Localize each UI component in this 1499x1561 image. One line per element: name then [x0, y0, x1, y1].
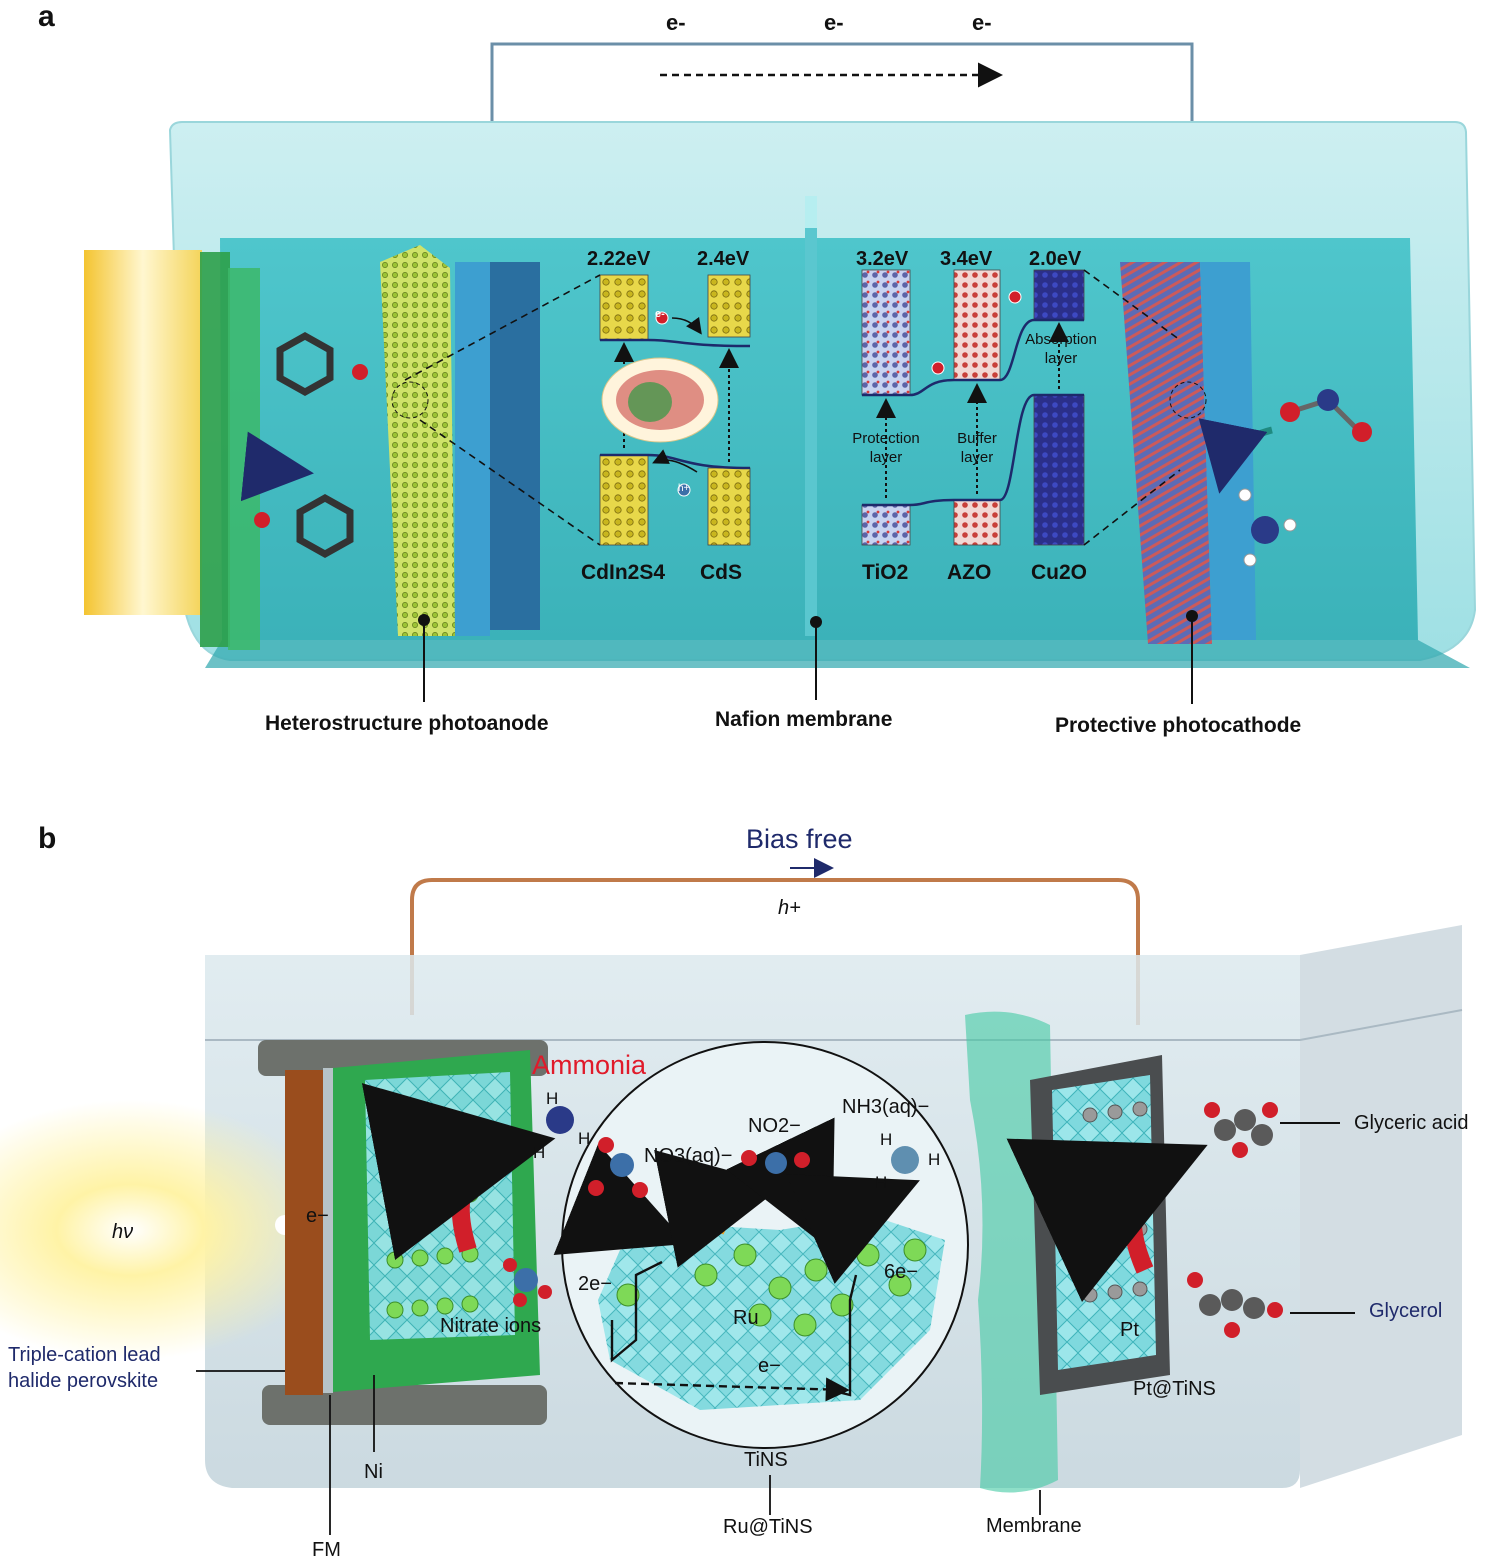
ru-label: Ru: [733, 1307, 759, 1329]
benzaldehyde-molecule: [254, 493, 354, 559]
glyceric-acid-molecule: [1204, 1102, 1278, 1158]
nitrite-molecule: [1280, 389, 1372, 442]
benzyl-alcohol-molecule: [276, 331, 368, 397]
electron-particle-label: e-: [655, 308, 665, 320]
photocathode-caption: Protective photocathode: [1055, 714, 1302, 737]
absorption-layer-label: Absorption layer: [1025, 331, 1097, 367]
anode-electron-label: e−: [306, 1205, 329, 1227]
ammonia-label: Ammonia: [532, 1050, 647, 1080]
pt-tins-label: Pt@TiNS: [1133, 1378, 1216, 1400]
membrane-label-b: Membrane: [986, 1515, 1082, 1537]
bandgap-cdin2s4: 2.22eV: [587, 248, 651, 270]
photoanode: [380, 245, 455, 636]
material-cu2o: Cu2O: [1031, 561, 1088, 584]
ammonia-species-label: NH3(aq)−: [842, 1096, 930, 1118]
nitrite-molecule-b: [741, 1150, 810, 1174]
h-atom-label-4: H: [880, 1130, 893, 1149]
buffer-layer-label: Buffer layer: [957, 430, 997, 466]
h-atom-label-5: H: [928, 1150, 941, 1169]
electron-transfer-label: e−: [758, 1355, 781, 1377]
ammonia-molecule-inset: [891, 1146, 919, 1174]
h-atom-label-6: H: [875, 1173, 888, 1192]
material-azo: AZO: [947, 561, 992, 584]
membrane-caption: Nafion membrane: [715, 708, 893, 731]
glycerol-label: Glycerol: [1369, 1300, 1443, 1322]
hole-label-b: h+: [778, 897, 801, 919]
perovskite-label-line1: Triple-cation lead: [8, 1344, 161, 1366]
pt-label: Pt: [1120, 1319, 1139, 1341]
bandgap-cds: 2.4eV: [697, 248, 750, 270]
material-cds: CdS: [700, 561, 742, 584]
nafion-membrane: [805, 196, 817, 636]
light-source-b: [0, 1100, 340, 1360]
electron-label-2: e-: [824, 10, 844, 35]
perovskite-layer: [285, 1070, 323, 1395]
bandgap-cu2o: 2.0eV: [1029, 248, 1082, 270]
fm-label: FM: [312, 1539, 341, 1561]
nitrate-molecule: [588, 1137, 648, 1198]
ru-tins-label: Ru@TiNS: [723, 1516, 813, 1538]
bandgap-tio2: 3.2eV: [856, 248, 909, 270]
nitrate-molecule-anode: [503, 1258, 552, 1307]
hole-particle-label: h+: [678, 483, 690, 494]
h-atom-label-1: H: [546, 1089, 559, 1108]
bias-free-label: Bias free: [746, 824, 853, 854]
electron-label-3: e-: [972, 10, 992, 35]
photoanode-caption: Heterostructure photoanode: [265, 712, 549, 735]
protection-layer-label: Protection layer: [852, 430, 920, 466]
nitrate-species-label: NO3(aq)−: [644, 1145, 733, 1167]
tins-label: TiNS: [744, 1449, 788, 1471]
ammonia-molecule-a: [1238, 488, 1297, 567]
glyceric-acid-label: Glyceric acid: [1354, 1112, 1469, 1134]
photon-label: hν: [112, 1221, 134, 1243]
panel-b-artwork: [0, 858, 1463, 1535]
material-cdin2s4: CdIn2S4: [581, 561, 666, 584]
nitrite-species-label: NO2−: [748, 1115, 801, 1137]
ni-label: Ni: [364, 1461, 383, 1483]
electron-label-1: e-: [666, 10, 686, 35]
material-tio2: TiO2: [862, 561, 909, 584]
h-atom-label-3: H: [533, 1143, 546, 1162]
h-atom-label-2: H: [578, 1129, 591, 1148]
nitrate-ions-label: Nitrate ions: [440, 1315, 542, 1337]
bandgap-azo: 3.4eV: [940, 248, 993, 270]
photocathode: [1120, 262, 1212, 644]
panel-a-artwork: [84, 42, 1477, 704]
light-source-a: [84, 250, 202, 615]
external-wire-b: [410, 878, 1140, 1025]
panel-b-letter: b: [38, 822, 57, 855]
glycerol-molecule: [1187, 1272, 1283, 1338]
perovskite-label-line2: halide perovskite: [8, 1370, 159, 1392]
two-electron-label: 2e−: [578, 1273, 612, 1295]
panel-a-letter: a: [38, 0, 55, 33]
ammonia-molecule-b: [546, 1106, 574, 1134]
six-electron-label: 6e−: [884, 1261, 918, 1283]
